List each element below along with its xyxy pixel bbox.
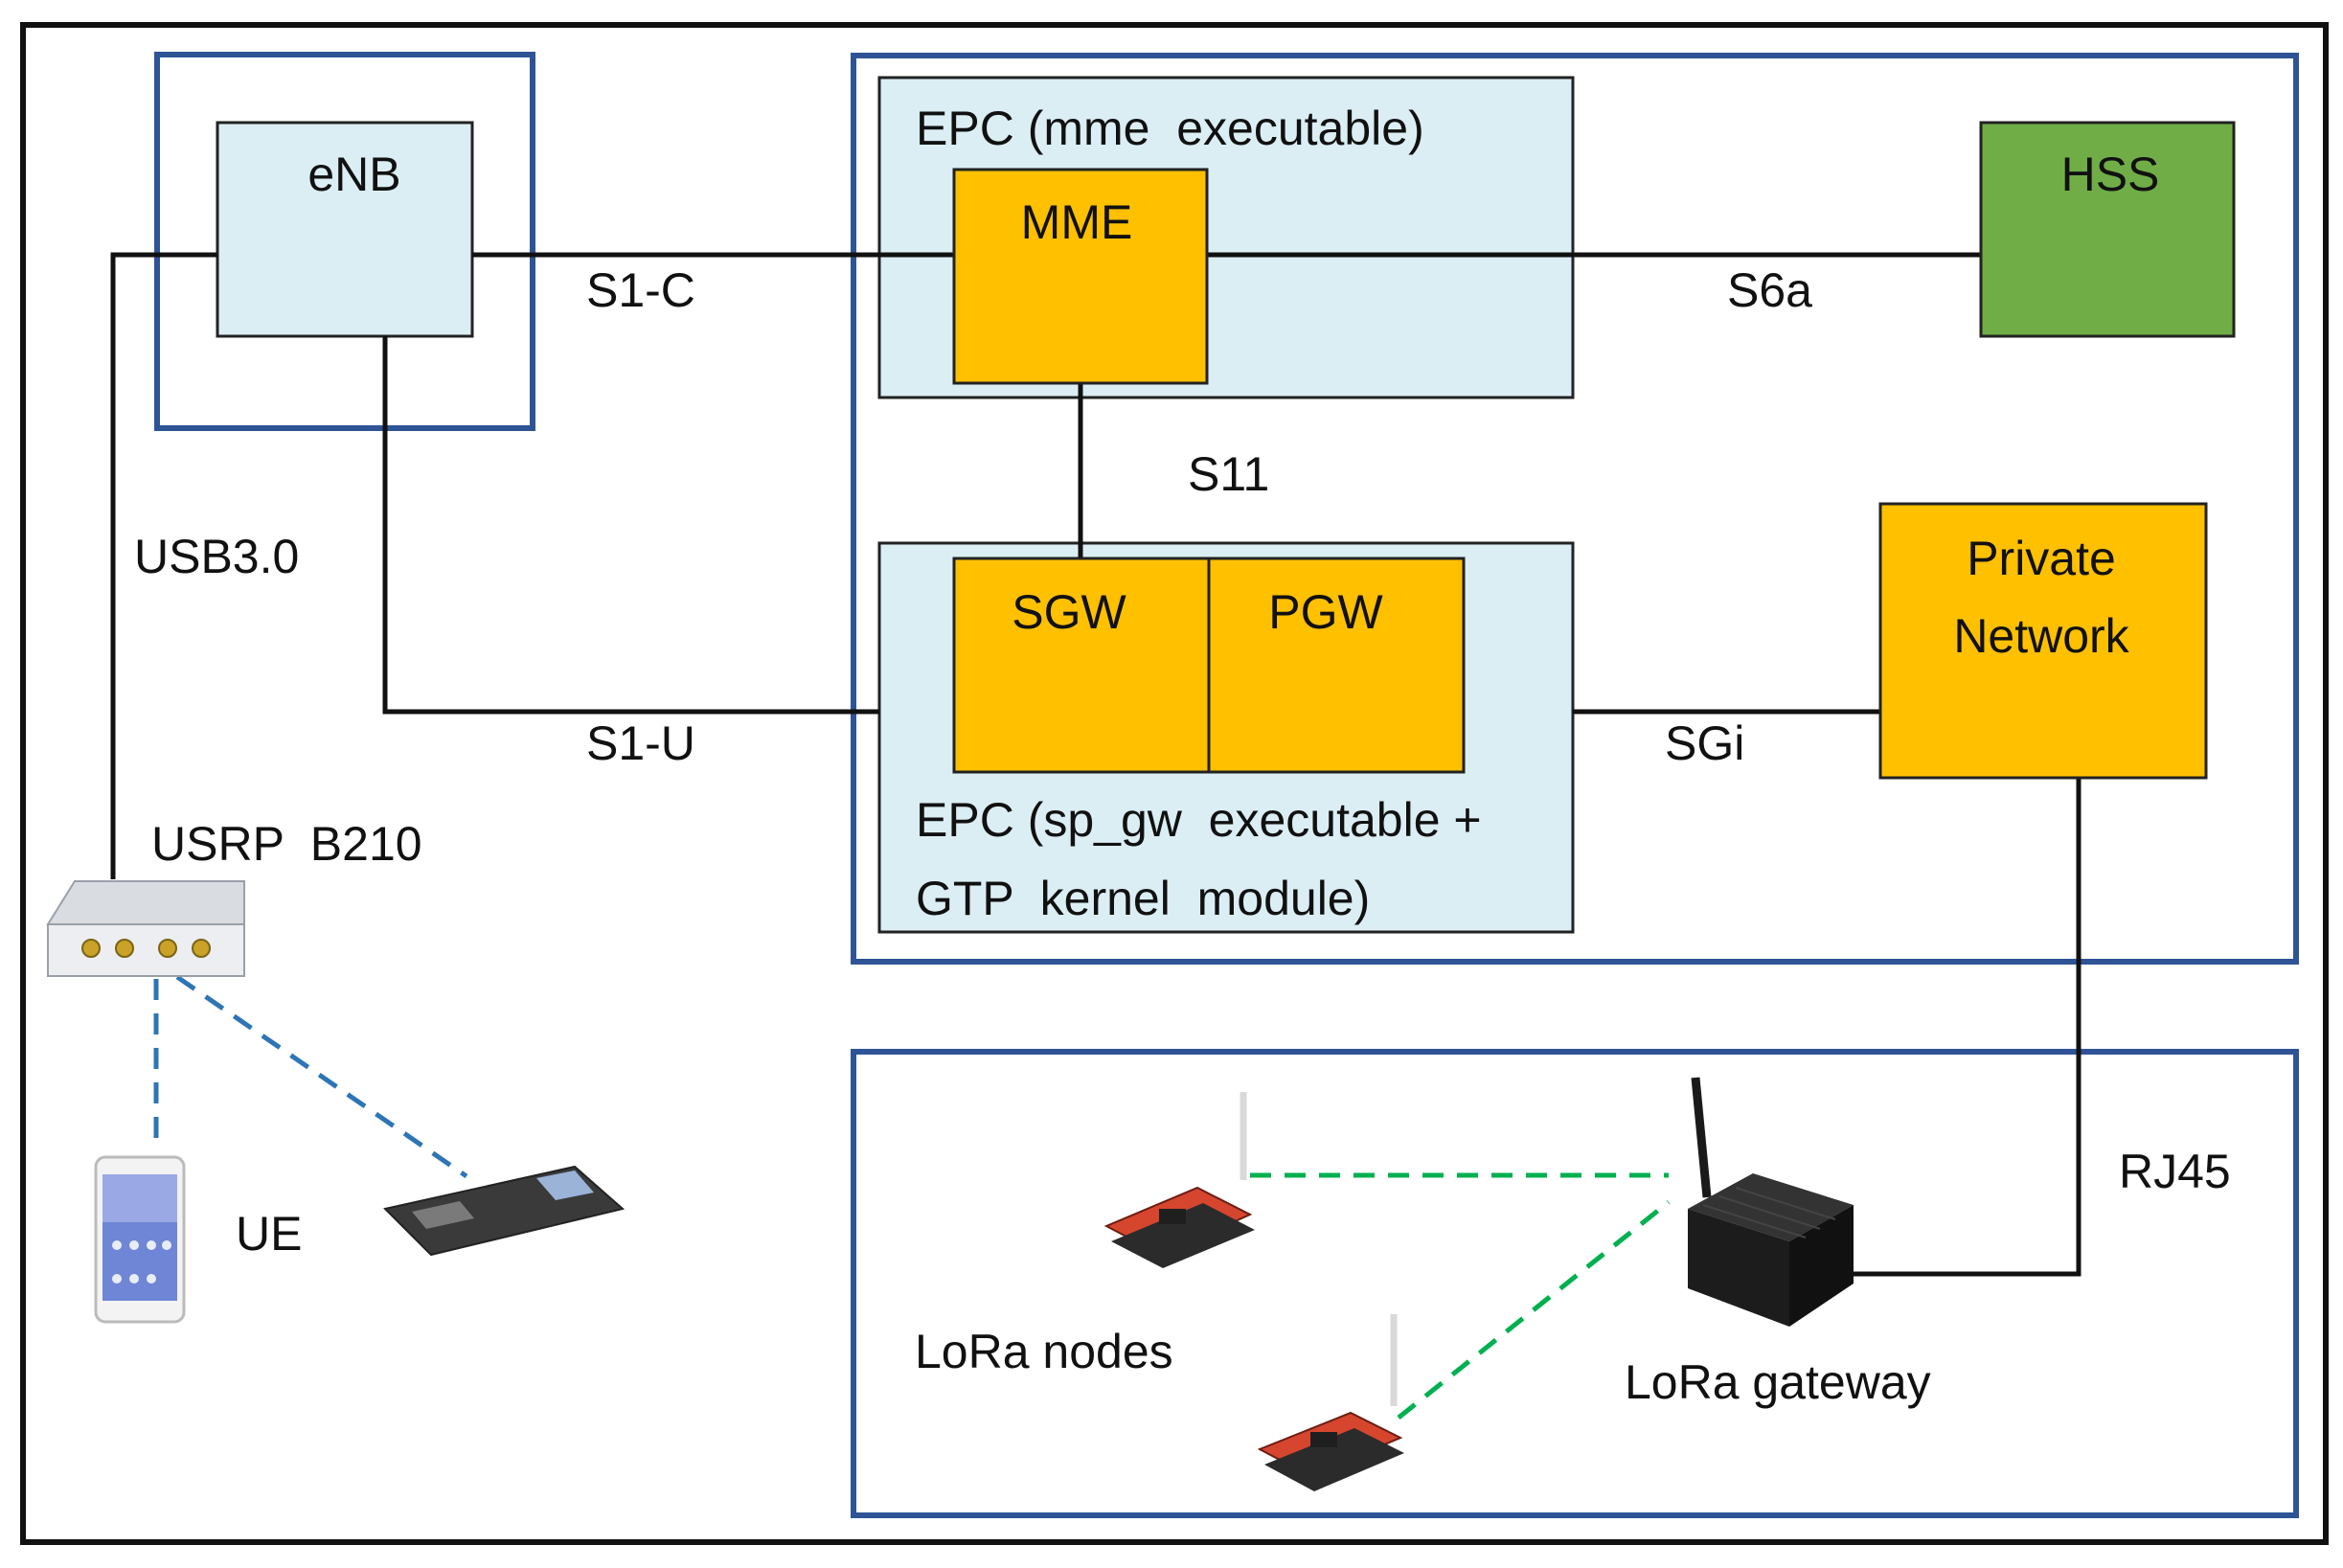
sgi-label: SGi: [1665, 716, 1744, 770]
lora-gateway-label: LoRa gateway: [1625, 1355, 1931, 1409]
lora-nodes-label: LoRa nodes: [915, 1325, 1173, 1378]
lora-node2-wireless-link: [1397, 1200, 1671, 1420]
sgw-label: SGW: [1012, 585, 1126, 639]
lora-frame: [851, 1049, 2299, 1518]
hss-box: [1979, 121, 2236, 338]
epc-mme-label: EPC (mme executable): [916, 102, 1424, 155]
core-network-frame: [851, 53, 2299, 965]
private-network-label-line2: Network: [1953, 609, 2129, 663]
s1u-label: S1-U: [586, 716, 695, 770]
usb-label: USB3.0: [134, 530, 299, 583]
usrp-label: USRP B210: [151, 817, 422, 871]
enb-frame: [154, 52, 535, 431]
s1c-label: S1-C: [586, 263, 695, 317]
usb-link: [110, 252, 217, 879]
lora-gateway-icon: [1688, 1077, 1854, 1327]
s11-label: S11: [1188, 447, 1269, 501]
private-network-label-line1: Private: [1967, 532, 2116, 585]
pgw-box: [1207, 557, 1466, 774]
mme-label: MME: [1021, 195, 1133, 249]
usrp-module-wireless-link: [175, 974, 468, 1179]
rj45-label: RJ45: [2119, 1145, 2231, 1198]
smartphone-icon: [94, 1155, 186, 1324]
s1u-link: [382, 336, 879, 715]
epc-spgw-label-line1: EPC (sp_gw executable +: [916, 793, 1482, 847]
epc-spgw-label-line2: GTP kernel module): [916, 872, 1370, 925]
s6a-label: S6a: [1727, 263, 1812, 317]
mme-box: [952, 168, 1209, 385]
private-network-box: [1878, 502, 2208, 780]
usrp-b210-device-icon: [46, 880, 245, 977]
hss-label: HSS: [2061, 148, 2160, 201]
enb-label: eNB: [307, 148, 400, 201]
rj45-link: [1849, 778, 2081, 1277]
lora-node-1-icon: [1103, 1092, 1255, 1268]
ue-label: UE: [236, 1207, 302, 1261]
pgw-label: PGW: [1268, 585, 1383, 639]
lte-module-board-icon: [383, 1165, 626, 1257]
sgw-box: [952, 557, 1211, 774]
enb-box: [216, 121, 474, 338]
lora-node-2-icon: [1257, 1314, 1404, 1491]
